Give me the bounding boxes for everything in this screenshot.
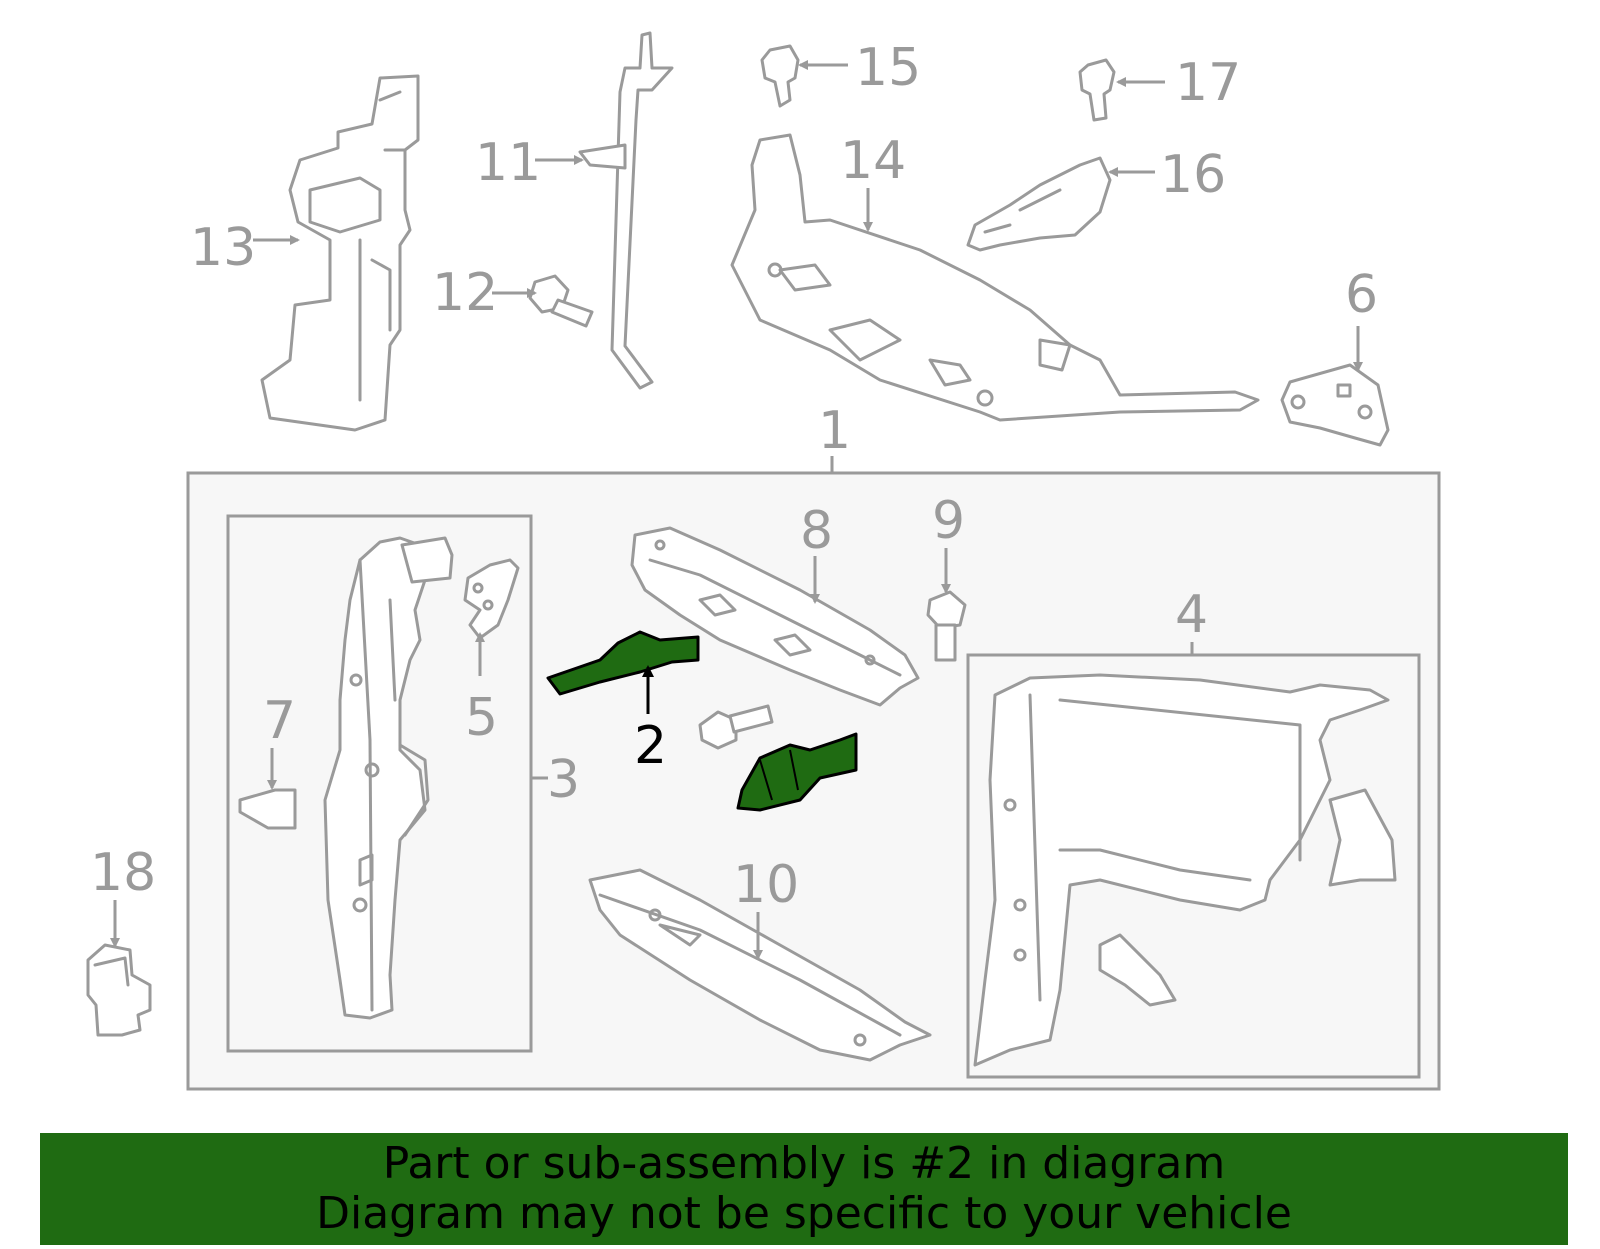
callout-12: 12: [432, 263, 498, 323]
callout-15: 15: [855, 38, 921, 98]
part-7-plate: [238, 788, 297, 830]
part-10-lower-tie-bar: [588, 868, 932, 1062]
part-2-reinforcement: [546, 630, 858, 812]
callout-2: 2: [634, 716, 667, 776]
part-5-bracket: [463, 558, 520, 640]
part-16-bracket: [966, 156, 1112, 252]
callout-8: 8: [800, 501, 833, 561]
part-12-bolt: [528, 274, 594, 328]
part-15-clip: [760, 44, 800, 108]
callout-17: 17: [1175, 53, 1241, 113]
part-11-bar: [578, 31, 674, 390]
banner-line-1: Part or sub-assembly is #2 in diagram: [382, 1138, 1226, 1189]
callout-7: 7: [263, 691, 296, 751]
part-8-tie-bar: [630, 526, 920, 707]
callout-18: 18: [90, 843, 156, 903]
bolt-near-part-2: [698, 704, 774, 750]
callout-1: 1: [818, 401, 851, 461]
part-6-plate: [1280, 363, 1390, 447]
part-13-deflector: [260, 74, 420, 432]
subassembly-box-3: [226, 514, 533, 1053]
part-14-cover: [730, 133, 1260, 422]
info-banner: Part or sub-assembly is #2 in diagram Di…: [40, 1133, 1568, 1245]
callout-9: 9: [932, 491, 965, 551]
banner-line-2: Diagram may not be specific to your vehi…: [316, 1188, 1292, 1239]
callout-11: 11: [475, 133, 541, 193]
callout-16: 16: [1160, 145, 1226, 205]
callout-3: 3: [547, 750, 580, 810]
callout-13: 13: [190, 218, 256, 278]
callout-4: 4: [1175, 585, 1208, 645]
callout-14: 14: [840, 131, 906, 191]
part-4-side-frame: [973, 673, 1397, 1067]
part-17-clip: [1078, 58, 1116, 122]
callout-6: 6: [1345, 265, 1378, 325]
part-18-sensor: [86, 943, 152, 1037]
callout-5: 5: [465, 688, 498, 748]
callout-10: 10: [733, 855, 799, 915]
part-3-side-member: [323, 536, 454, 1020]
